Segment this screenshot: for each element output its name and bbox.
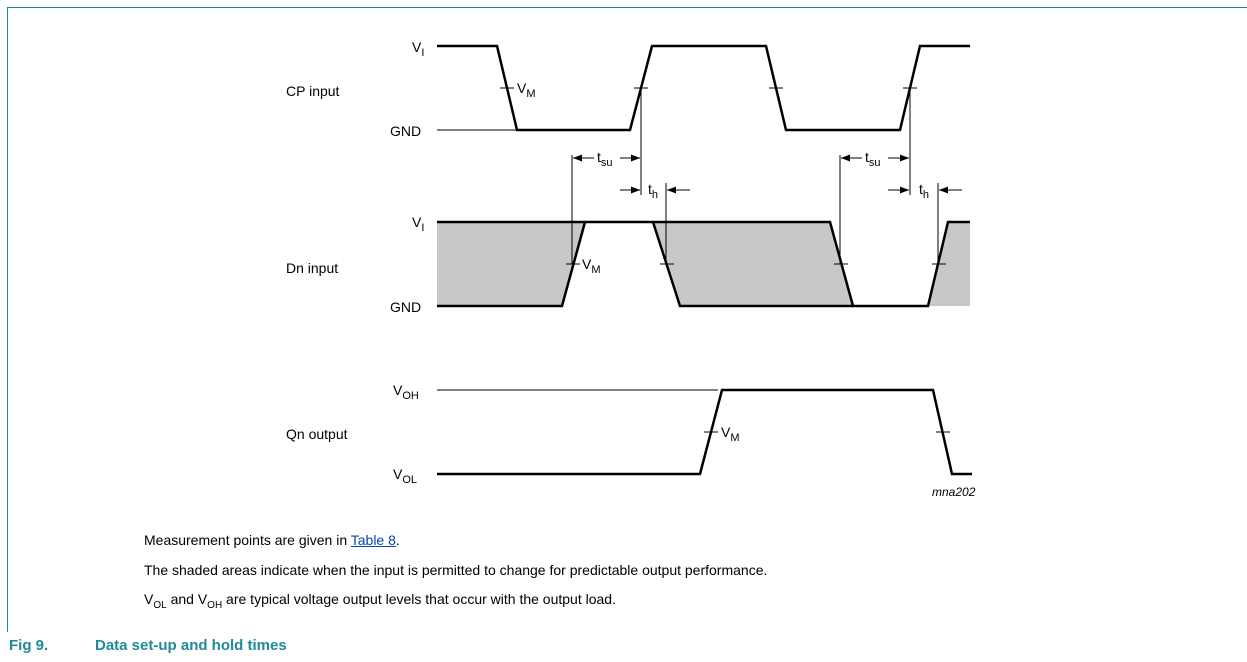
- qn-output-label: Qn output: [286, 426, 348, 442]
- dn-waveform-fall-1: [651, 221, 853, 308]
- qn-waveform: [437, 388, 972, 476]
- arrowhead: [631, 186, 640, 194]
- note-measurement-points: Measurement points are given in Table 8.: [144, 532, 400, 548]
- arrowhead: [939, 186, 948, 194]
- figure-frame: [7, 7, 1247, 632]
- cp-input-label: CP input: [286, 83, 340, 99]
- cp-vi-label: VI: [412, 39, 424, 59]
- dn-gnd-label: GND: [390, 299, 421, 315]
- arrowhead: [667, 186, 676, 194]
- figure-caption: Fig 9. Data set-up and hold times: [9, 637, 287, 654]
- arrowhead: [631, 154, 640, 162]
- tsu-label-1: tsu: [597, 149, 613, 169]
- figure-number: Fig 9.: [9, 637, 49, 654]
- dn-vi-label: VI: [412, 214, 424, 234]
- arrowhead: [900, 154, 909, 162]
- vm-ticks: [500, 87, 950, 433]
- shade-region-3: [928, 222, 970, 306]
- timing-diagram: CP input Dn input Qn output VI GND VI GN…: [286, 39, 976, 499]
- figure-title: Data set-up and hold times: [95, 637, 287, 654]
- dn-input-label: Dn input: [286, 260, 338, 276]
- th-label-2: th: [919, 181, 929, 201]
- th-label-1: th: [648, 181, 658, 201]
- tsu-label-2: tsu: [865, 149, 881, 169]
- dimension-arrows: [573, 157, 962, 191]
- arrowhead: [573, 154, 582, 162]
- arrowhead: [841, 154, 850, 162]
- shade-region-2: [653, 222, 853, 306]
- arrowhead: [900, 186, 909, 194]
- note-output-levels: VOL and VOH are typical voltage output l…: [144, 591, 616, 611]
- dn-vm-label: VM: [582, 256, 601, 276]
- qn-vol-label: VOL: [393, 466, 417, 486]
- table-8-link[interactable]: Table 8: [350, 532, 396, 548]
- arrowheads: [573, 154, 948, 194]
- dn-shaded-regions: [437, 222, 970, 306]
- shade-region-1: [437, 222, 585, 306]
- cp-gnd-label: GND: [390, 123, 421, 139]
- cp-vm-label: VM: [517, 80, 536, 100]
- note-shaded-areas: The shaded areas indicate when the input…: [144, 562, 768, 578]
- qn-vm-label: VM: [721, 424, 740, 444]
- qn-voh-label: VOH: [393, 382, 419, 402]
- figure-reference-code: mna202: [932, 485, 976, 499]
